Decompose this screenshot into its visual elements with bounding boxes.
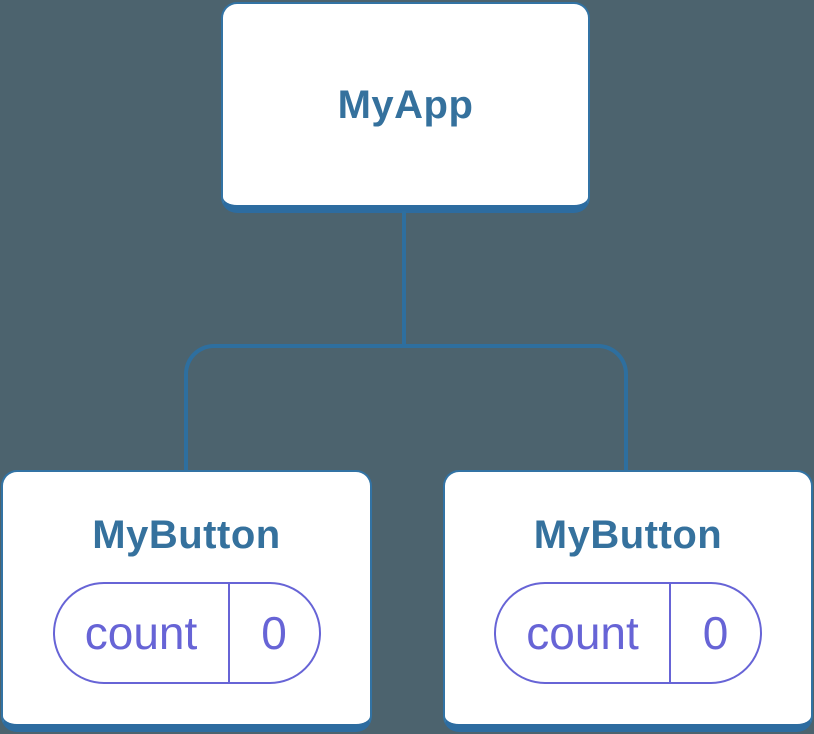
state-pill-right: count 0 bbox=[494, 582, 762, 684]
state-value-left: 0 bbox=[227, 584, 319, 682]
node-mybutton-left: MyButton count 0 bbox=[1, 470, 372, 732]
state-value-right: 0 bbox=[669, 584, 760, 682]
node-myapp-label: MyApp bbox=[337, 82, 474, 127]
connector-stem-line bbox=[402, 211, 406, 345]
node-myapp: MyApp bbox=[221, 2, 590, 213]
node-mybutton-right: MyButton count 0 bbox=[443, 470, 813, 732]
node-mybutton-left-label: MyButton bbox=[92, 513, 281, 557]
state-key-left: count bbox=[84, 607, 198, 659]
connector-branch-bracket bbox=[184, 344, 628, 470]
state-key-right: count bbox=[526, 607, 639, 659]
state-pill-left: count 0 bbox=[52, 582, 321, 684]
node-mybutton-right-label: MyButton bbox=[533, 513, 723, 557]
